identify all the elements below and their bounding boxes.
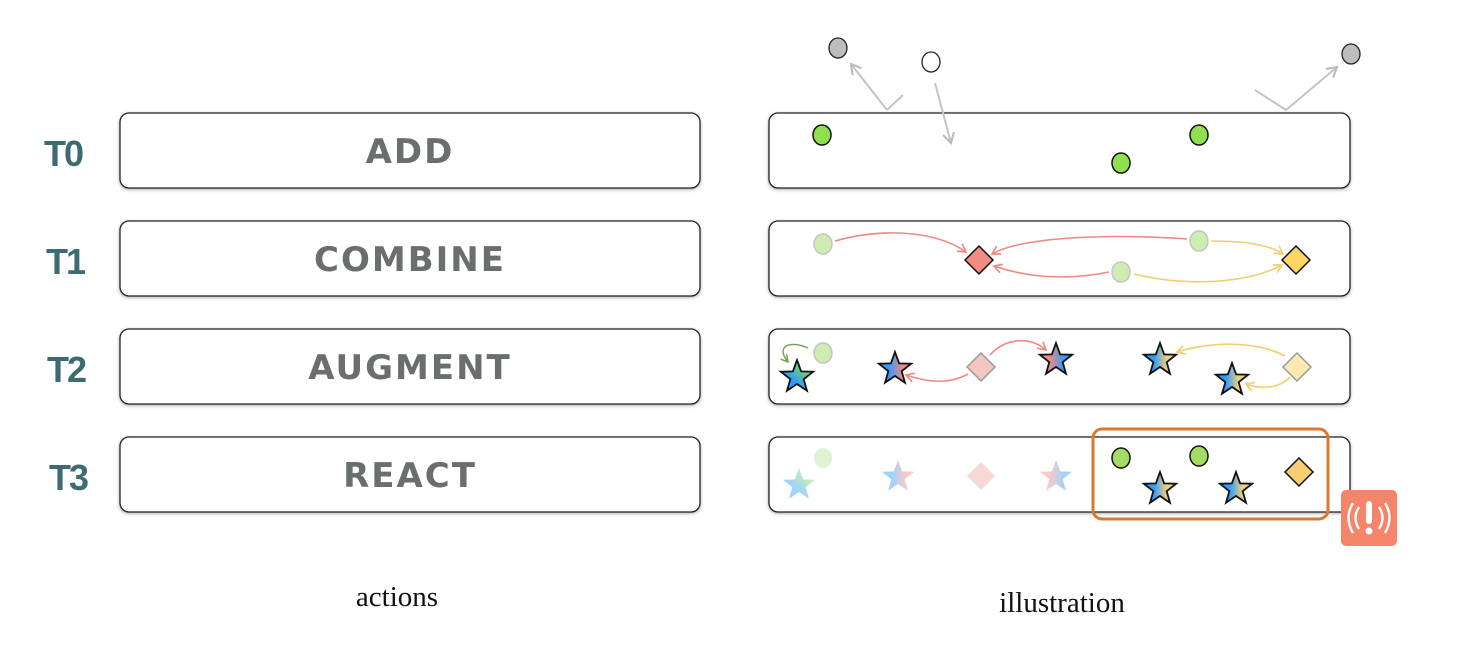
reaction-highlight	[1091, 427, 1330, 521]
action-box-react: REACT	[119, 436, 701, 513]
action-box-add: ADD	[119, 112, 701, 189]
t0-illustration	[812, 37, 1361, 174]
alert-broadcast-icon	[1341, 490, 1397, 546]
caption-actions: actions	[356, 581, 438, 613]
step-label-t3: T3	[49, 457, 88, 498]
t3-illustration	[782, 427, 1330, 521]
step-label-t2: T2	[47, 349, 86, 390]
illustration-box-t0	[768, 112, 1351, 189]
action-label: AUGMENT	[308, 348, 512, 388]
action-label: COMBINE	[314, 240, 506, 280]
action-box-combine: COMBINE	[119, 220, 701, 297]
action-label: REACT	[343, 456, 477, 496]
action-label: ADD	[366, 132, 455, 172]
step-label-t1: T1	[46, 241, 86, 282]
illustration-box-t1	[768, 220, 1351, 297]
action-box-augment: AUGMENT	[119, 328, 701, 405]
t1-illustration	[813, 230, 1311, 283]
t2-illustration	[779, 339, 1312, 395]
step-label-t0: T0	[44, 133, 83, 174]
caption-illustration: illustration	[999, 587, 1125, 619]
